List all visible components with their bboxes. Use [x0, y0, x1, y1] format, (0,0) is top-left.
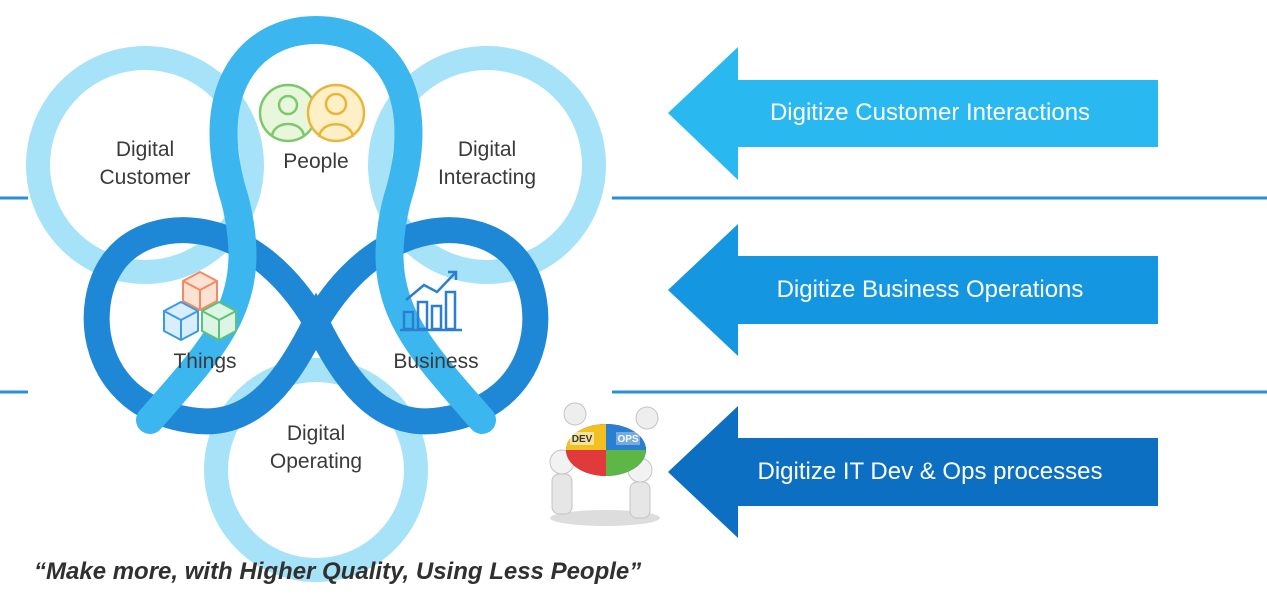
ops-badge: OPS: [617, 434, 638, 445]
arrow-label-it-dev-ops: Digitize IT Dev & Ops processes: [757, 458, 1103, 485]
label-digital-customer: Digital Customer: [90, 136, 200, 192]
label-digital-customer-line2: Customer: [99, 166, 191, 189]
people-icon: [258, 83, 366, 143]
arrow-business-operations: [668, 224, 1158, 356]
cubes-icon: [163, 271, 237, 341]
ring-digital-operating: [204, 358, 428, 582]
dev-badge: DEV: [572, 434, 593, 445]
bar-chart-icon: [400, 270, 462, 332]
label-business: Business: [393, 350, 479, 373]
label-digital-customer-line1: Digital: [115, 138, 175, 161]
label-things: Things: [173, 350, 237, 373]
label-digital-interacting-line2: Interacting: [437, 166, 537, 189]
label-digital-interacting-line1: Digital: [457, 138, 517, 161]
arrow-customer-interactions: [668, 47, 1158, 180]
mid-blue-loop: [136, 15, 496, 434]
outer-light-rings: [26, 46, 606, 582]
ring-digital-customer: [26, 46, 264, 284]
arrow-it-dev-ops: [668, 406, 1158, 538]
label-people: People: [283, 150, 349, 173]
label-digital-interacting: Digital Interacting: [422, 136, 552, 192]
devops-puzzle-icon: DEV OPS: [549, 402, 660, 526]
dark-blue-loop: [83, 217, 549, 435]
label-digital-operating-line2: Operating: [269, 450, 363, 473]
quote-text: “Make more, with Higher Quality, Using L…: [34, 558, 642, 585]
label-digital-operating-line1: Digital: [286, 422, 346, 445]
arrow-label-customer-interactions: Digitize Customer Interactions: [769, 99, 1091, 126]
ring-digital-interacting: [368, 46, 606, 284]
arrow-label-business-operations: Digitize Business Operations: [776, 276, 1084, 303]
label-digital-operating: Digital Operating: [256, 420, 376, 476]
